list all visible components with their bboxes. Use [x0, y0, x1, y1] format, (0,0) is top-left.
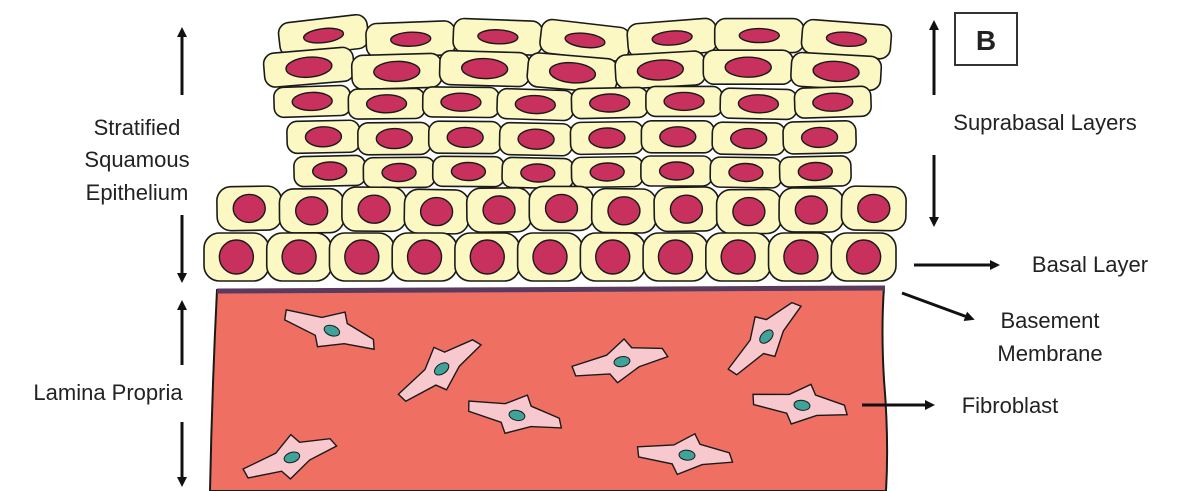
epithelial-cell — [348, 88, 425, 119]
epithelial-cell — [790, 52, 882, 91]
epithelial-cell — [274, 85, 351, 117]
epithelial-cell — [497, 88, 574, 120]
epithelial-cell — [342, 187, 407, 231]
epithelial-cell — [453, 18, 543, 55]
epithelial-cell — [641, 121, 714, 153]
epithelial-cell — [779, 188, 844, 232]
epithelium-cells — [204, 14, 906, 281]
epithelial-cell — [615, 51, 707, 90]
epithelial-cell — [263, 47, 355, 88]
epithelial-cell — [646, 86, 722, 116]
epithelial-cell — [831, 233, 896, 281]
basement-membrane-label-line1: Basement — [1000, 308, 1099, 333]
epithelial-cell — [641, 156, 712, 186]
basement-membrane-label-line2: Membrane — [997, 341, 1102, 366]
epithelial-cell — [841, 186, 906, 231]
epithelial-cell — [717, 189, 782, 233]
basal-layer-label: Basal Layer — [1032, 252, 1148, 277]
epithelium-label-line3: Epithelium — [86, 180, 189, 205]
epithelial-cell — [358, 122, 431, 155]
epithelial-cell — [571, 87, 648, 119]
epithelial-cell — [571, 157, 643, 188]
basement-membrane-arrow — [902, 293, 970, 318]
epithelial-cell — [439, 50, 530, 86]
epithelial-cell — [217, 186, 282, 231]
epithelial-cell — [591, 188, 656, 233]
epithelial-cell — [279, 189, 344, 233]
epithelial-cell — [392, 233, 457, 281]
epithelial-cell — [287, 120, 361, 154]
epithelial-cell — [715, 19, 804, 53]
epithelial-cell — [783, 121, 857, 155]
epithelial-cell — [267, 233, 332, 281]
epithelial-cell — [294, 155, 366, 186]
panel-label: B — [976, 25, 996, 56]
epithelial-cell — [502, 157, 574, 188]
epithelium-label-line2: Squamous — [84, 147, 189, 172]
epithelial-cell — [706, 233, 771, 281]
suprabasal-label: Suprabasal Layers — [953, 110, 1136, 135]
epithelial-cell — [643, 233, 708, 281]
epithelial-cell — [429, 121, 502, 154]
epithelial-cell — [329, 233, 394, 281]
epithelial-cell — [779, 156, 851, 187]
epithelial-cell — [720, 88, 797, 120]
epithelial-cell — [526, 52, 618, 93]
epithelial-cell — [363, 157, 435, 187]
epithelial-cell — [404, 189, 469, 234]
epithelial-cell — [499, 122, 573, 156]
epithelial-cell — [712, 122, 785, 155]
epithelium-label-line1: Stratified — [94, 115, 181, 140]
epithelial-cell — [351, 53, 442, 89]
epithelial-cell — [433, 156, 505, 186]
epithelial-cell — [703, 50, 793, 84]
epithelial-cell — [366, 21, 456, 58]
lamina-propria-label: Lamina Propria — [33, 380, 183, 405]
epithelial-cell — [580, 233, 645, 281]
epithelial-cell — [654, 187, 719, 232]
epithelial-cell — [204, 233, 269, 281]
epithelial-cell — [467, 188, 532, 233]
epithelial-cell — [710, 157, 782, 188]
epithelial-cell — [769, 233, 834, 281]
epithelial-cell — [423, 87, 500, 118]
fibroblast-label: Fibroblast — [962, 393, 1059, 418]
epithelial-cell — [455, 233, 520, 281]
basement-membrane-line — [217, 288, 885, 291]
epithelial-cell — [570, 121, 643, 154]
epithelial-cell — [518, 233, 583, 281]
epithelial-cell — [529, 186, 593, 230]
epithelial-cell — [794, 86, 871, 118]
